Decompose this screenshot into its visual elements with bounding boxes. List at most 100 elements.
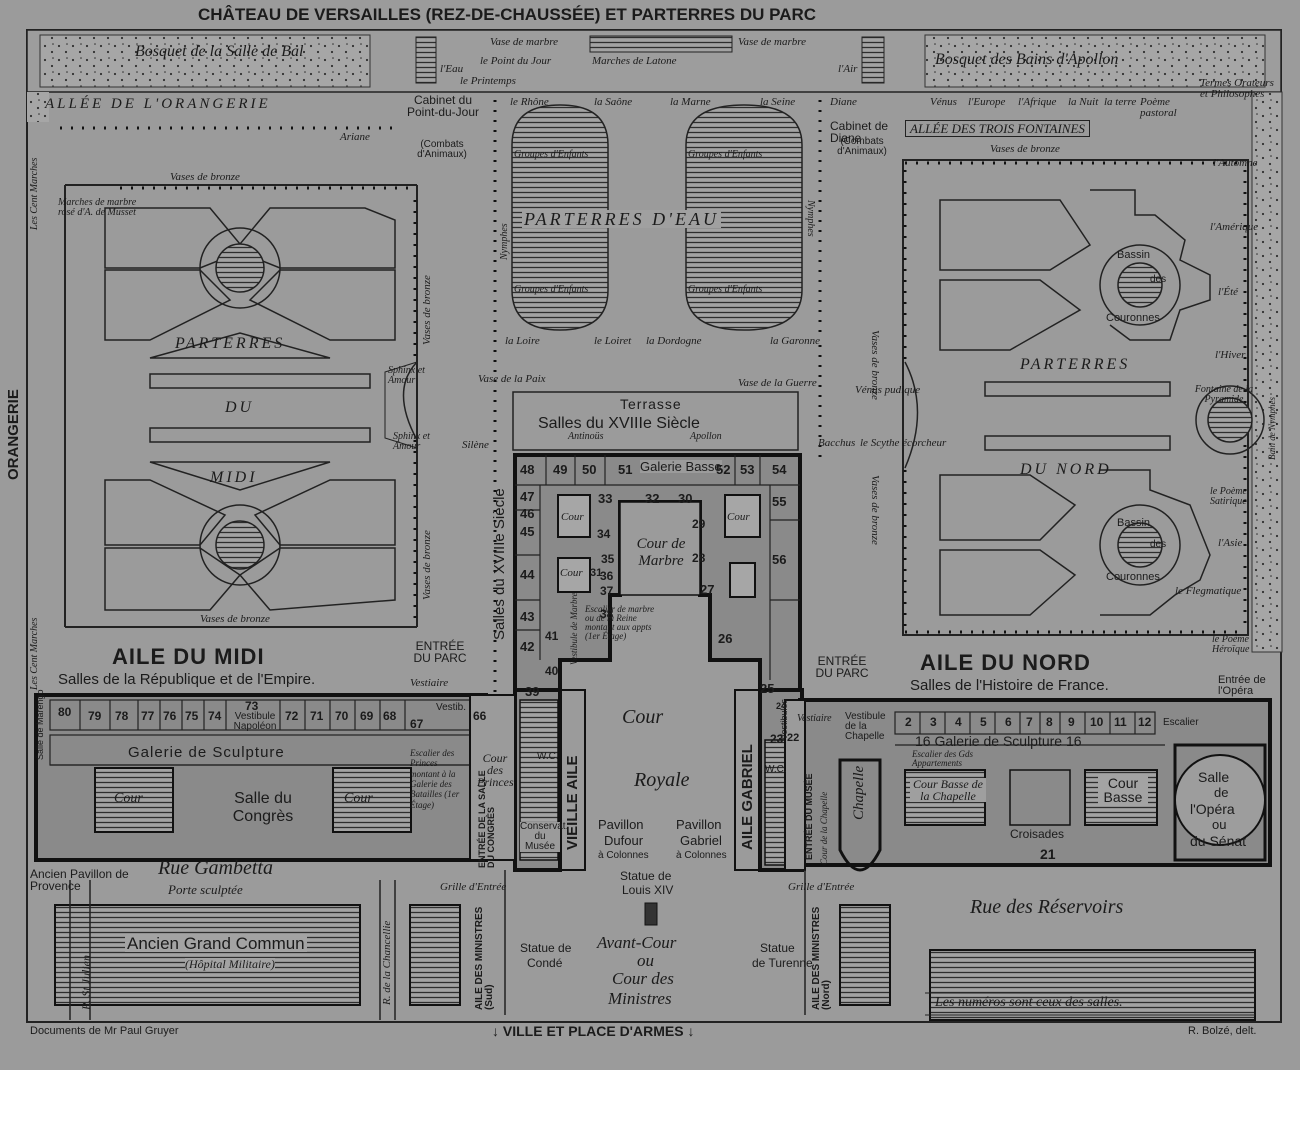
- label-sphinx-amour-1: Sphinx et Amour: [388, 365, 425, 386]
- label-entree-salle-congres: ENTRÉE DE LA SALLE DU CONGRÈS: [477, 770, 496, 868]
- label-afrique: l'Afrique: [1018, 96, 1057, 108]
- label-rue-gambetta: Rue Gambetta: [158, 857, 273, 879]
- label-statue-louis-1: Statue de: [620, 869, 672, 883]
- label-vase-paix: Vase de la Paix: [478, 373, 546, 385]
- room-80: 80: [58, 705, 72, 719]
- label-cour-small-3: Cour: [727, 511, 750, 523]
- label-silene: Silène: [462, 439, 489, 451]
- label-cour-small-1: Cour: [561, 511, 584, 523]
- label-salles-histoire: Salles de l'Histoire de France.: [910, 677, 1109, 694]
- label-vestibule-chapelle: Vestibule de la Chapelle: [845, 711, 886, 742]
- room-78: 78: [115, 709, 129, 723]
- label-note-numeros: Les numéros sont ceux des salles.: [935, 995, 1123, 1010]
- label-statue-turenne-1: Statue: [760, 941, 795, 955]
- label-la-nuit: la Nuit: [1068, 96, 1099, 108]
- label-groupes-enfants-1: Groupes d'Enfants: [514, 149, 589, 160]
- room-79: 79: [88, 709, 102, 723]
- label-europe: l'Europe: [968, 96, 1006, 108]
- label-la-loire: la Loire: [505, 335, 540, 347]
- room-76: 76: [163, 709, 177, 723]
- room-67: 67: [410, 717, 424, 731]
- label-cour-small-2: Cour: [560, 567, 583, 579]
- label-entree-musee: ENTRÉE DU MUSÉE: [804, 773, 814, 860]
- label-cour-basse: Cour Basse: [1098, 776, 1148, 804]
- label-ville-place-armes: ↓ VILLE ET PLACE D'ARMES ↓: [492, 1023, 695, 1039]
- label-groupes-enfants-2: Groupes d'Enfants: [688, 149, 763, 160]
- label-galerie-basse: Galerie Basse: [640, 459, 722, 474]
- label-vestiaire-left: Vestiaire: [410, 677, 449, 689]
- label-cabinet-point-du-jour: Cabinet du Point-du-Jour: [406, 93, 480, 119]
- label-vestibule-napoleon: Vestibule Napoléon: [233, 711, 277, 732]
- label-salles-18e-side: Salles du XVIIIe Siècle: [491, 488, 508, 640]
- label-parterres-eau: PARTERRES D'EAU: [522, 209, 721, 229]
- label-hopital-militaire: (Hôpital Militaire): [185, 957, 275, 971]
- label-parterres-midi-2: DU: [225, 399, 255, 416]
- label-l-eau: l'Eau: [440, 63, 464, 75]
- map-title: CHÂTEAU DE VERSAILLES (REZ-DE-CHAUSSÉE) …: [198, 5, 817, 24]
- label-avant-cour-1: Avant-Cour: [597, 933, 677, 952]
- label-bassin-1: Bassin: [1117, 249, 1151, 261]
- label-salle-opera-3: l'Opéra: [1190, 801, 1235, 817]
- label-ancien-grand-commun: Ancien Grand Commun: [125, 934, 307, 953]
- label-rue-reservoirs: Rue des Réservoirs: [970, 896, 1124, 918]
- room-26: 26: [718, 631, 733, 646]
- label-vases-bronze-w-side1: Vases de bronze: [421, 275, 433, 345]
- room-3: 3: [930, 715, 937, 729]
- room-40: 40: [545, 664, 559, 678]
- label-la-garonne: la Garonne: [770, 335, 821, 347]
- room-38: 38: [600, 607, 614, 621]
- label-pavillon-dufour-1: Pavillon: [598, 817, 644, 832]
- label-r-st-julien: R. St Julien: [79, 955, 93, 1010]
- label-cabinet-diane: Cabinet de Diane: [830, 119, 889, 145]
- label-scythe: le Scythe écorcheur: [860, 437, 947, 449]
- label-avant-cour-4: Ministres: [608, 989, 672, 1008]
- room-30: 30: [678, 491, 693, 506]
- room-8: 8: [1046, 715, 1053, 729]
- label-bassin-des-1: des: [1150, 274, 1167, 285]
- room-25: 25: [760, 681, 775, 696]
- label-pavillon-dufour-2: Dufour: [604, 833, 644, 848]
- label-vases-bronze-w-side2: Vases de bronze: [421, 530, 433, 600]
- room-71: 71: [310, 709, 324, 723]
- room-44: 44: [520, 567, 535, 582]
- label-porte-sculptee: Porte sculptée: [168, 882, 243, 897]
- label-poeme-pastoral: Poème pastoral: [1140, 96, 1177, 119]
- label-statue-turenne-2: de Turenne: [752, 956, 813, 970]
- label-bosquet-salle-de-bal: Bosquet de la Salle de Bal: [135, 43, 304, 60]
- room-37: 37: [600, 584, 614, 598]
- room-33: 33: [598, 491, 613, 506]
- label-vases-bronze-w-top: Vases de bronze: [170, 171, 240, 183]
- room-77: 77: [141, 709, 155, 723]
- label-chapelle: Chapelle: [851, 765, 867, 820]
- label-wc-1: W.C.: [537, 751, 559, 762]
- label-salle-marengo: Salle de Marengo: [35, 689, 45, 760]
- label-le-loiret: le Loiret: [594, 335, 632, 347]
- label-pavillon-gabriel-3: à Colonnes: [676, 850, 727, 861]
- room-69: 69: [360, 709, 374, 723]
- label-pavillon-gabriel-1: Pavillon: [676, 817, 722, 832]
- label-orangerie: ORANGERIE: [5, 389, 22, 480]
- label-parterres-midi-3: MIDI: [210, 469, 258, 486]
- room-32: 32: [645, 491, 660, 506]
- label-groupes-enfants-4: Groupes d'Enfants: [688, 284, 763, 295]
- label-galerie-sculpture-left: Galerie de Sculpture: [128, 744, 285, 761]
- label-cour-midi-2: Cour: [344, 791, 373, 806]
- label-nymphes-2: Nymphes: [805, 200, 816, 237]
- label-parterres-nord-2: DU NORD: [1020, 461, 1112, 478]
- label-le-rhone: le Rhône: [510, 96, 549, 108]
- room-6: 6: [1005, 715, 1012, 729]
- label-parterres-nord-1: PARTERRES: [1020, 356, 1131, 373]
- label-galerie-sculpture-right: 16 Galerie de Sculpture 16: [915, 733, 1082, 749]
- label-ariane: Ariane: [340, 131, 370, 143]
- room-24: 24: [776, 701, 787, 711]
- room-70: 70: [335, 709, 349, 723]
- room-36: 36: [600, 569, 614, 583]
- label-vieille-aile: VIEILLE AILE: [564, 755, 581, 850]
- label-cent-marches-top: Les Cent Marches: [29, 157, 40, 230]
- room-29: 29: [692, 517, 706, 531]
- label-salle-opera-4: ou: [1212, 817, 1227, 832]
- label-grille-entree-left: Grille d'Entrée: [440, 881, 507, 893]
- plan-drawing: [26, 29, 1283, 1023]
- label-la-seine: la Seine: [760, 96, 796, 108]
- label-conservat-musee: Conservat. du Musée: [520, 821, 569, 852]
